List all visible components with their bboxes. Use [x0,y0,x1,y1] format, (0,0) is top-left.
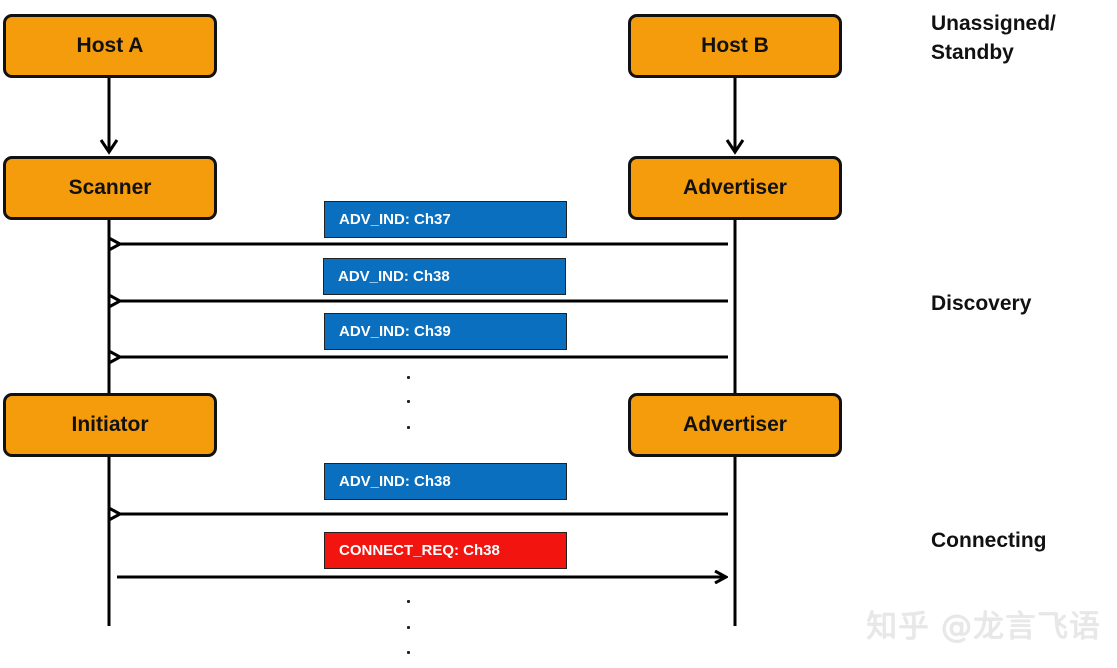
phase-standby-line1: Unassigned/ [931,12,1056,35]
advertiser-box-1: Advertiser [628,156,842,220]
message-label-3: ADV_IND: Ch39 [324,313,567,350]
host-a-label: Host A [76,34,144,57]
host-b-label: Host B [701,34,769,57]
message-label-1: ADV_IND: Ch37 [324,201,567,238]
phase-discovery: Discovery [931,292,1032,315]
watermark: 知乎 @龙言飞语 [866,609,1101,645]
message-label-5: CONNECT_REQ: Ch38 [324,532,567,569]
advertiser-box-2: Advertiser [628,393,842,457]
message-label-4: ADV_IND: Ch38 [324,463,567,500]
initiator-label: Initiator [71,413,149,436]
advertiser-label-1: Advertiser [683,176,787,199]
ellipsis-dot [407,376,410,379]
ellipsis-dot [407,426,410,429]
arrowhead-host-a [99,139,119,155]
phase-connecting: Connecting [931,529,1047,552]
host-b-box: Host B [628,14,842,78]
initiator-box: Initiator [3,393,217,457]
scanner-label: Scanner [68,176,152,199]
arrowhead-host-b [725,139,745,155]
advertiser-label-2: Advertiser [683,413,787,436]
phase-standby-line2: Standby [931,41,1014,64]
ellipsis-dot [407,626,410,629]
phase-standby: Unassigned/ Standby [931,9,1056,67]
host-a-box: Host A [3,14,217,78]
ellipsis-dot [407,651,410,654]
message-label-2: ADV_IND: Ch38 [323,258,566,295]
scanner-box: Scanner [3,156,217,220]
ellipsis-dot [407,600,410,603]
ellipsis-dot [407,400,410,403]
